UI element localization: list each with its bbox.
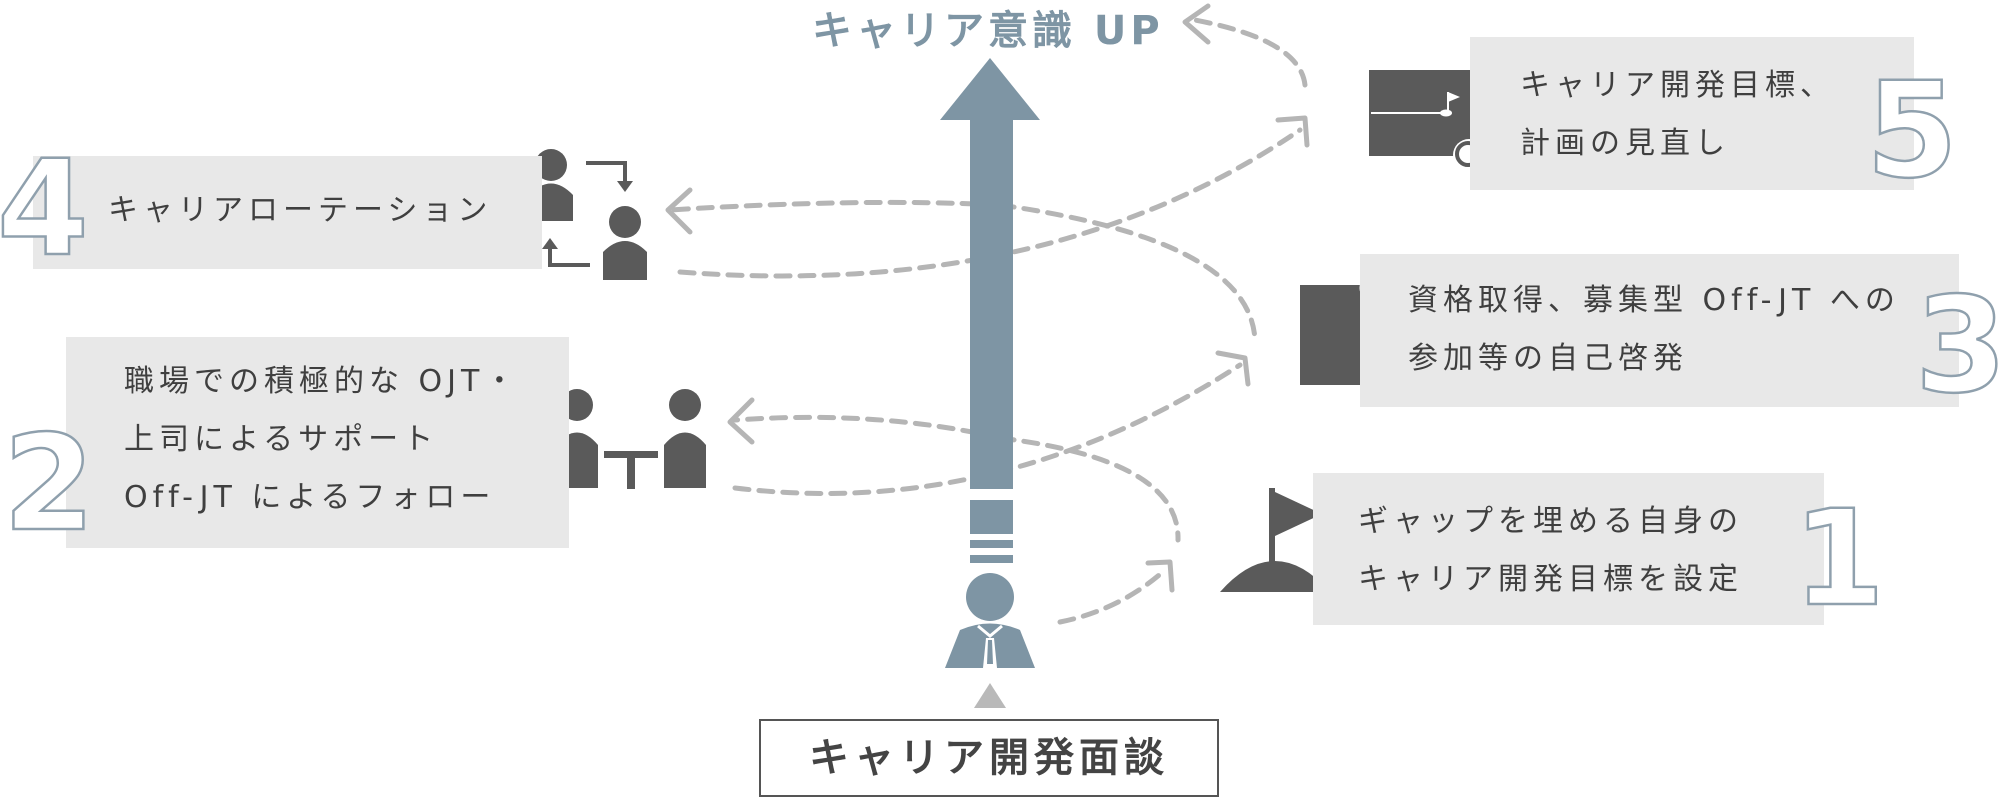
arrowhead-step5 bbox=[1275, 115, 1310, 148]
step5-line: 計画の見直し bbox=[1520, 126, 1730, 161]
arrow-segment bbox=[970, 500, 1013, 534]
step4-line: キャリアローテーション bbox=[108, 193, 493, 228]
flag-icon bbox=[1220, 488, 1330, 592]
step4-box: キャリアローテーション bbox=[33, 156, 542, 269]
arrowhead-step2 bbox=[727, 397, 755, 445]
arrow-head bbox=[940, 58, 1040, 120]
arrow-segment bbox=[970, 555, 1013, 563]
step3-box: 資格取得、募集型 Off-JT への 参加等の自己啓発 bbox=[1360, 254, 1959, 407]
step1-line: ギャップを埋める自身の bbox=[1358, 504, 1743, 539]
employee-icon bbox=[945, 573, 1035, 668]
step5-line: キャリア開発目標、 bbox=[1520, 68, 1835, 103]
meeting-icon bbox=[556, 389, 706, 489]
arrowhead-step1 bbox=[1145, 559, 1175, 593]
dashed-path-to-step5 bbox=[677, 127, 1303, 279]
step2-number: 2 bbox=[2, 407, 96, 561]
arrowhead-title bbox=[1182, 3, 1211, 45]
dashed-path-to-step3 bbox=[732, 362, 1243, 496]
step4-number: 4 bbox=[0, 132, 90, 286]
step1-line: キャリア開発目標を設定 bbox=[1358, 562, 1743, 597]
dashed-path-behind-step3 bbox=[997, 202, 1258, 343]
step3-line: 資格取得、募集型 Off-JT への bbox=[1408, 283, 1900, 318]
step5-number: 5 bbox=[1865, 54, 1959, 208]
career-interview-box: キャリア開発面談 bbox=[759, 719, 1219, 797]
step1-box: ギャップを埋める自身の キャリア開発目標を設定 bbox=[1313, 473, 1824, 625]
arrow-segment bbox=[970, 540, 1013, 548]
step1-number: 1 bbox=[1792, 482, 1886, 636]
plan-review-icon bbox=[1369, 70, 1490, 176]
step2-line: Off-JT によるフォロー bbox=[124, 480, 496, 515]
interview-arrow-icon bbox=[974, 683, 1006, 708]
step2-line: 職場での積極的な OJT・ bbox=[124, 364, 520, 399]
dashed-spiral-path bbox=[667, 17, 1308, 625]
arrow-shaft bbox=[970, 119, 1013, 489]
dashed-path-to-step2 bbox=[732, 414, 1003, 441]
dashed-arrowheads bbox=[665, 3, 1310, 593]
arrowhead-step4 bbox=[665, 187, 693, 235]
rotation-icon bbox=[529, 149, 647, 280]
dashed-path-behind-step1 bbox=[997, 435, 1181, 543]
dashed-path-to-step4 bbox=[667, 199, 1003, 213]
step2-box: 職場での積極的な OJT・ 上司によるサポート Off-JT によるフォロー bbox=[66, 337, 569, 548]
step5-box: キャリア開発目標、 計画の見直し bbox=[1470, 37, 1914, 190]
step3-number: 3 bbox=[1914, 269, 2000, 423]
step2-line: 上司によるサポート bbox=[124, 422, 439, 457]
arrowhead-step3 bbox=[1215, 350, 1251, 387]
career-up-title: キャリア意識 UP bbox=[812, 8, 1164, 54]
dashed-path-to-title bbox=[1192, 17, 1308, 88]
career-up-arrow bbox=[940, 58, 1040, 563]
dashed-path-to-step1 bbox=[1057, 567, 1168, 625]
step3-line: 参加等の自己啓発 bbox=[1408, 341, 1688, 376]
